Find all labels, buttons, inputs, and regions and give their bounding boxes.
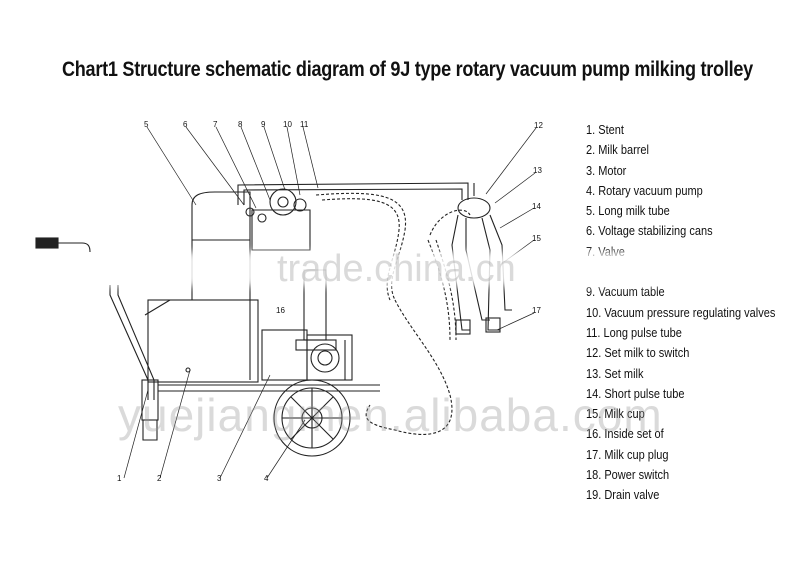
- callout-3: 3: [217, 474, 222, 483]
- long-milk-tube: [315, 192, 471, 435]
- legend-item: 13. Set milk: [586, 366, 644, 381]
- legend-item: 9. Vacuum table: [586, 285, 665, 300]
- callout-17: 17: [532, 306, 541, 315]
- callout-16: 16: [276, 306, 285, 315]
- legend-item: 16. Inside set of: [586, 427, 664, 442]
- legend-item: 2. Milk barrel: [586, 143, 649, 158]
- callout-5: 5: [144, 120, 149, 129]
- legend-item: 3. Motor: [586, 163, 627, 178]
- vacuum-pipe: [237, 182, 469, 205]
- callout-15: 15: [532, 234, 541, 243]
- callout-14: 14: [532, 202, 541, 211]
- stent-frame: [109, 285, 380, 441]
- callout-1: 1: [117, 474, 122, 483]
- legend-item: 5. Long milk tube: [586, 204, 670, 219]
- watermark-smear: [100, 252, 660, 286]
- callout-7: 7: [213, 120, 218, 129]
- inlet-tube: [35, 237, 91, 253]
- callout-6: 6: [183, 120, 188, 129]
- callout-13: 13: [533, 166, 542, 175]
- leader-lines: [123, 126, 537, 479]
- stabilizing-can: [245, 188, 311, 251]
- milk-barrel: [147, 191, 259, 383]
- wheel: [273, 379, 351, 457]
- legend-item: 14. Short pulse tube: [586, 386, 685, 401]
- legend-item: 10. Vacuum pressure regulating valves: [586, 305, 776, 320]
- legend-item: 19. Drain valve: [586, 488, 660, 503]
- motor: [261, 329, 353, 381]
- callout-11: 11: [300, 120, 309, 129]
- legend-item: 1. Stent: [586, 123, 624, 137]
- diagram-title: Chart1 Structure schematic diagram of 9J…: [62, 58, 753, 81]
- legend-item: 18. Power switch: [586, 468, 670, 483]
- legend-item: 11. Long pulse tube: [586, 325, 682, 340]
- callout-2: 2: [157, 474, 162, 483]
- legend-item: 17. Milk cup plug: [586, 447, 669, 462]
- parts-legend: 1. Stent 2. Milk barrel 3. Motor 4. Rota…: [586, 120, 800, 506]
- callout-12: 12: [534, 121, 543, 130]
- legend-item: 6. Voltage stabilizing cans: [586, 224, 713, 239]
- legend-item: 15. Milk cup: [586, 407, 645, 422]
- callout-4: 4: [264, 474, 269, 483]
- legend-item: 12. Set milk to switch: [586, 346, 690, 361]
- legend-item: 4. Rotary vacuum pump: [586, 183, 703, 198]
- callout-8: 8: [238, 120, 243, 129]
- callout-10: 10: [283, 120, 292, 129]
- callout-9: 9: [261, 120, 266, 129]
